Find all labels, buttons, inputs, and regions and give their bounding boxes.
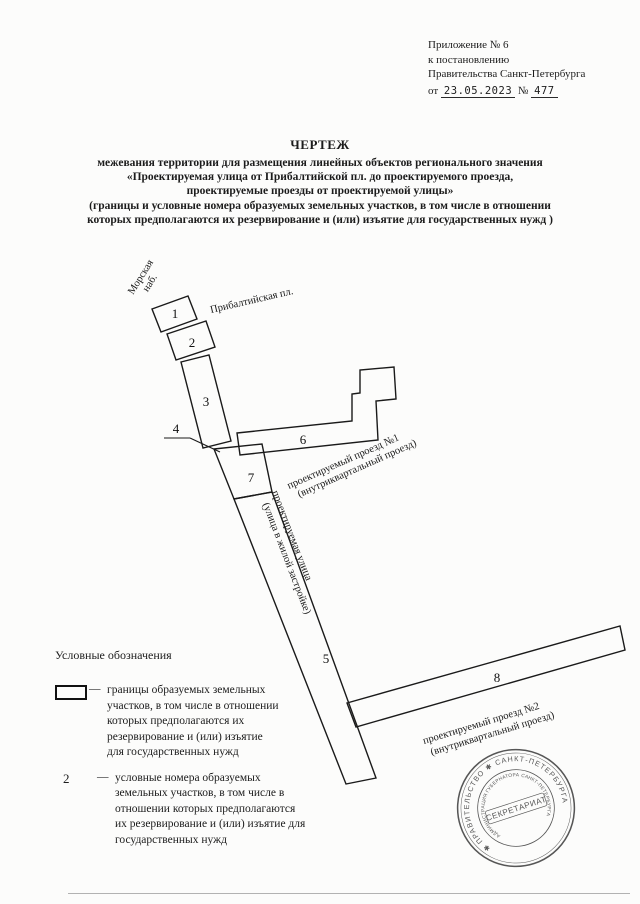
street-label-pribaltiyskaya: Прибалтийская пл. xyxy=(209,286,294,316)
parcel-number-symbol: 2 xyxy=(63,770,70,786)
header-appendix-line: Приложение № 6 xyxy=(428,39,509,51)
parcel-7-outline xyxy=(213,443,273,500)
parcel-boundary-symbol xyxy=(55,685,87,700)
svg-text:✱ ПРАВИТЕЛЬСТВО ✱ САНКТ-ПЕТЕРБ: ✱ ПРАВИТЕЛЬСТВО ✱ САНКТ-ПЕТЕРБУРГА xyxy=(449,741,578,857)
parcel-4-number: 4 xyxy=(173,421,180,436)
legend-title: Условные обозначения xyxy=(55,648,172,662)
document-date: 23.05.2023 xyxy=(440,84,516,98)
parcel-1-outline xyxy=(151,295,198,333)
stamp-center-box xyxy=(485,792,548,825)
title-line-2: «Проектируемая улица от Прибалтийской пл… xyxy=(126,171,514,184)
document-title: ЧЕРТЕЖ xyxy=(290,137,350,152)
parcel-2-number: 2 xyxy=(189,335,196,350)
parcel-8-number: 8 xyxy=(494,670,501,685)
stamp-outer-circle xyxy=(456,748,576,868)
legend-dash-1: — xyxy=(89,683,101,695)
parcel-4-leader-line xyxy=(189,437,221,453)
title-line-3: проектируемые проезды от проектируемой у… xyxy=(186,185,454,198)
title-line-5: которых предполагаются их резервирование… xyxy=(87,213,553,226)
street-label-ulitsa-group: проектируемая улица (улица в жилой застр… xyxy=(260,489,314,616)
parcel-1-number: 1 xyxy=(172,306,179,321)
street-label-morskaya-group: Морская наб. xyxy=(126,258,160,297)
street-label-pribaltiyskaya-group: Прибалтийская пл. xyxy=(209,286,294,316)
parcel-6-number: 6 xyxy=(300,432,307,447)
legend-boundary-symbol-col xyxy=(55,683,89,700)
header-block: Приложение № 6 к постановлению Правитель… xyxy=(428,38,585,98)
legend-boundaries-text: границы образуемых земельных участков, в… xyxy=(107,684,279,758)
parcel-2-outline xyxy=(166,320,216,361)
legend-dash-2: — xyxy=(97,770,109,783)
parcel-5-outline xyxy=(233,491,377,785)
header-government-line: Правительства Санкт-Петербурга xyxy=(428,68,586,80)
document-number: 477 xyxy=(531,84,558,98)
title-block: ЧЕРТЕЖ межевания территории для размещен… xyxy=(40,137,600,227)
legend-item-boundaries: — границы образуемых земельных участков,… xyxy=(55,683,365,761)
header-ot-label: от xyxy=(428,84,439,97)
header-date-number-line: от 23.05.2023 № 477 xyxy=(428,84,585,99)
stamp-outer-circle-2 xyxy=(460,752,572,864)
header-resolution-line: к постановлению xyxy=(428,53,510,66)
parcel-7-number: 7 xyxy=(248,470,255,485)
page-bottom-scan-line xyxy=(68,893,630,894)
stamp-outer-text: ✱ ПРАВИТЕЛЬСТВО ✱ САНКТ-ПЕТЕРБУРГА xyxy=(449,741,578,857)
parcel-3-outline xyxy=(180,354,232,449)
parcel-5-number: 5 xyxy=(323,651,330,666)
title-line-4: (границы и условные номера образуемых зе… xyxy=(89,199,551,212)
legend-item-numbers: 2 — условные номера образуемых земельных… xyxy=(55,771,365,849)
parcel-6-outline xyxy=(236,366,397,456)
header-number-sign: № xyxy=(517,84,529,97)
title-line-1: межевания территории для размещения лине… xyxy=(97,157,543,169)
stamp-inner-circle xyxy=(477,769,555,847)
legend: Условные обозначения — границы образуемы… xyxy=(55,648,365,858)
official-round-stamp: ✱ ПРАВИТЕЛЬСТВО ✱ САНКТ-ПЕТЕРБУРГА АДМИН… xyxy=(449,741,578,868)
parcel-8-outline xyxy=(346,625,626,728)
parcel-3-number: 3 xyxy=(203,394,210,409)
legend-numbers-text: условные номера образуемых земельных уча… xyxy=(115,771,306,846)
